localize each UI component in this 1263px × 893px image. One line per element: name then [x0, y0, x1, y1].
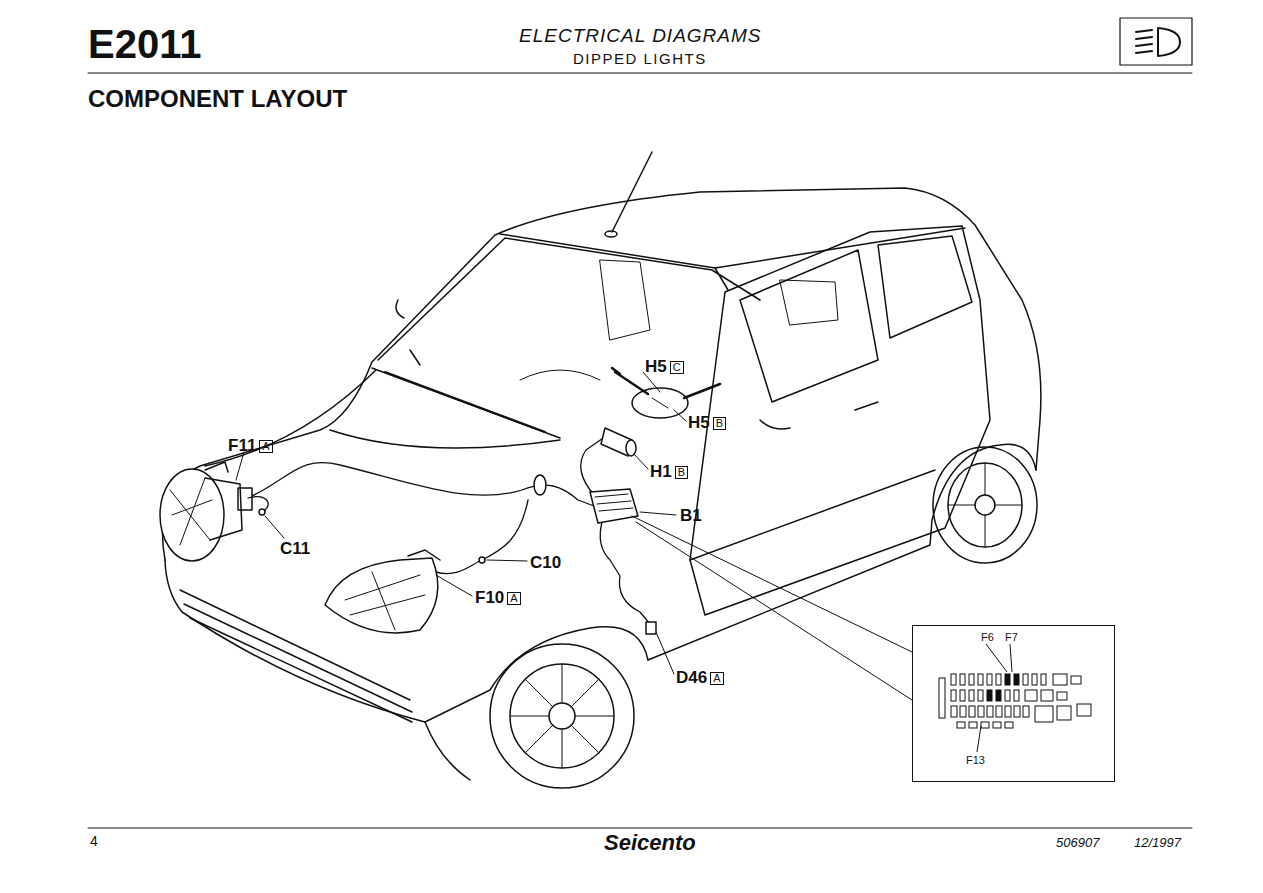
component-code: C11 — [280, 540, 310, 559]
model-name: Seicento — [604, 831, 696, 855]
fuse-label: F7 — [1005, 631, 1018, 643]
fuse-grid — [913, 626, 1116, 783]
section-heading: COMPONENT LAYOUT — [88, 86, 347, 112]
component-code: F11 — [228, 437, 256, 456]
connector-letter: A — [507, 592, 520, 605]
fuse-box-inset: F6 F7F13 — [912, 625, 1115, 782]
fuse-label: F6 — [981, 631, 994, 643]
component-code: D46 — [676, 669, 707, 688]
component-code: H5 — [688, 414, 710, 433]
header-subtitle: DIPPED LIGHTS — [573, 51, 707, 68]
page-number: 4 — [90, 834, 98, 849]
connector-letter: A — [259, 440, 272, 453]
component-code: F10 — [475, 589, 504, 608]
connector-letter: B — [713, 417, 726, 430]
connector-letter: A — [710, 672, 723, 685]
component-code: H5 — [645, 358, 667, 377]
connector-letter: B — [675, 466, 688, 479]
document-date: 12/1997 — [1134, 836, 1181, 850]
connector-letter: C — [670, 361, 684, 374]
component-code: C10 — [530, 554, 561, 573]
header-title: ELECTRICAL DIAGRAMS — [519, 26, 761, 47]
component-code: H1 — [650, 463, 672, 482]
page-code: E2011 — [88, 22, 201, 66]
component-code: B1 — [680, 507, 702, 526]
document-number: 506907 — [1056, 836, 1099, 850]
fuse-label: F13 — [966, 754, 985, 766]
